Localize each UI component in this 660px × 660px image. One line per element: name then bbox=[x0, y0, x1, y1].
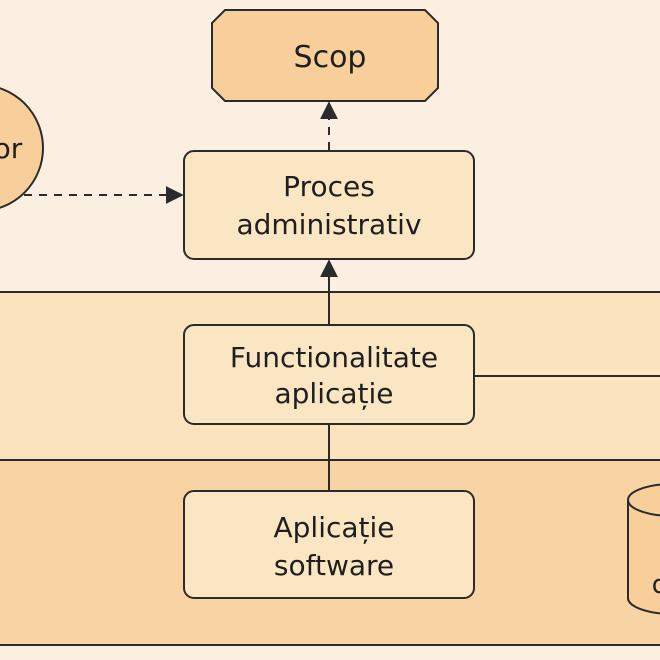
process-label-line2: administrativ bbox=[236, 208, 421, 241]
band-footer bbox=[0, 645, 660, 660]
process-node[interactable]: Proces administrativ bbox=[183, 150, 475, 260]
software-node[interactable]: Aplicație software bbox=[183, 490, 475, 599]
process-label-line1: Proces bbox=[283, 170, 375, 203]
actor-node[interactable]: or bbox=[0, 85, 44, 211]
software-label-line1: Aplicație bbox=[273, 511, 394, 544]
functionality-label-line1: Functionalitate bbox=[230, 341, 438, 374]
goal-node[interactable]: Scop bbox=[211, 9, 439, 102]
database-label-line1: I bbox=[658, 533, 660, 563]
software-label-line2: software bbox=[274, 549, 394, 582]
actor-label: or bbox=[0, 132, 23, 165]
functionality-label-line2: aplicație bbox=[274, 377, 393, 410]
database-label-line2: d bbox=[652, 570, 660, 600]
database-node[interactable]: I d bbox=[627, 483, 660, 615]
goal-label: Scop bbox=[294, 40, 367, 75]
functionality-node[interactable]: Functionalitate aplicație bbox=[183, 324, 475, 425]
